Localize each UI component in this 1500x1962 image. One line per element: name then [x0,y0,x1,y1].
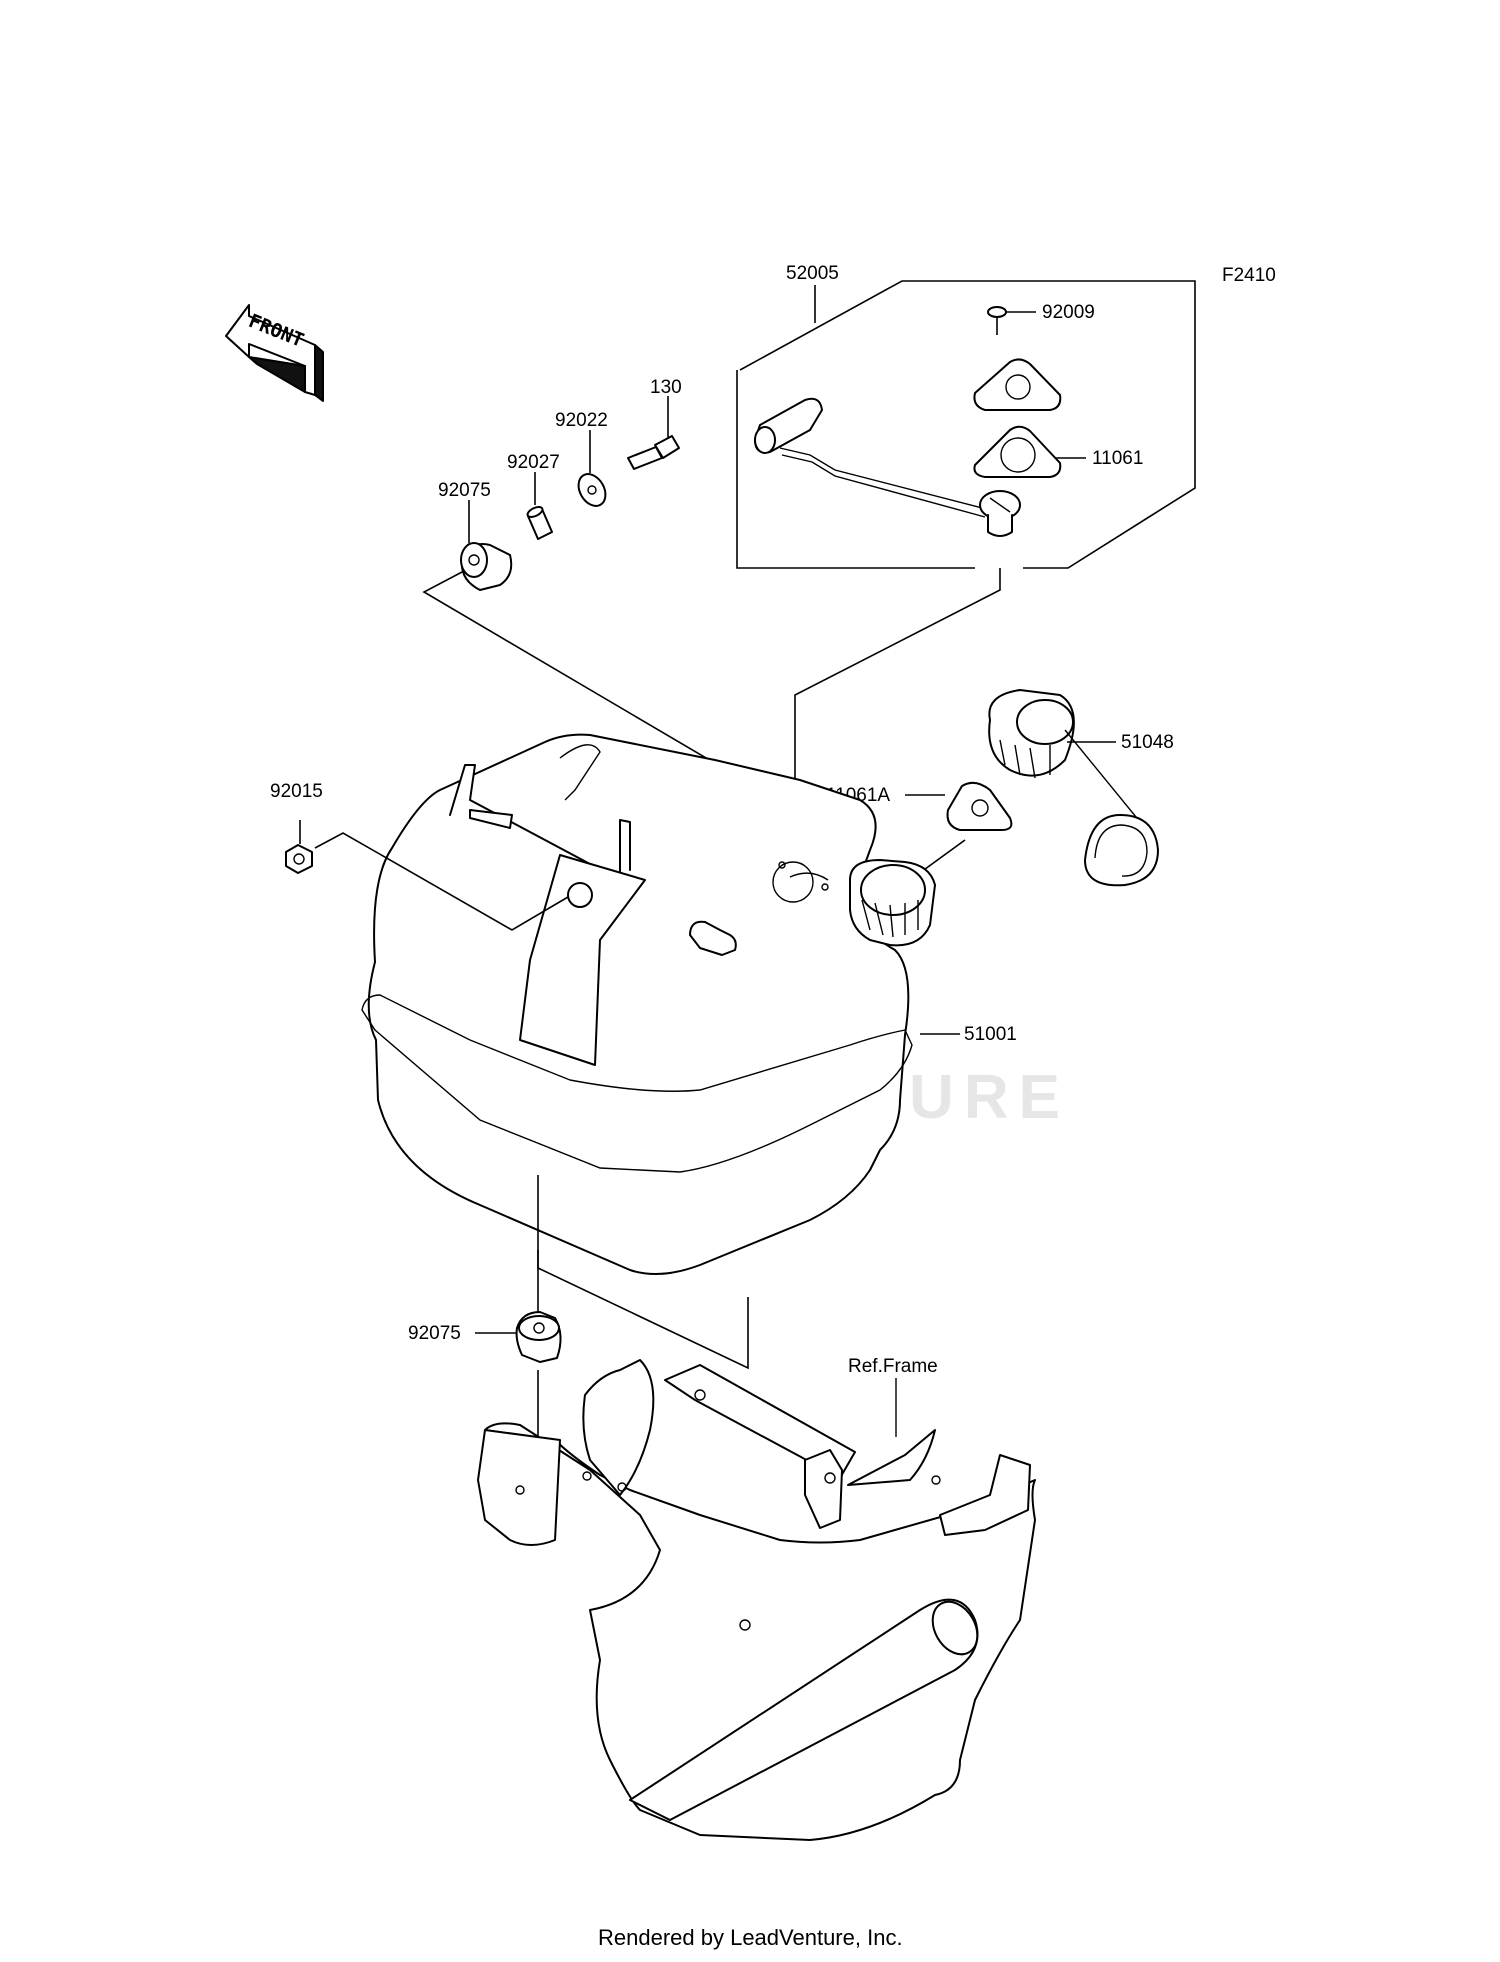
gasket-11061A [905,781,1013,831]
part-92015-label: 92015 [270,781,323,802]
part-52005-label: 52005 [786,263,839,284]
footer-credit: Rendered by LeadVenture, Inc. [598,1925,903,1950]
collar-92027 [526,472,553,540]
part-51001-label: 51001 [964,1024,1017,1045]
gauge-plate [973,358,1062,411]
fuel-gauge-assembly-box [736,280,1196,569]
fuel-tank-51001 [361,733,960,1275]
washer-92022 [577,430,607,507]
nut-92015 [285,820,569,931]
part-51048-label: 51048 [1121,732,1174,753]
part-92009-label: 92009 [1042,302,1095,323]
damper-92075-top [460,500,513,591]
screw-92009 [987,306,1036,335]
part-130-label: 130 [650,377,682,398]
part-92075-top-label: 92075 [438,480,491,501]
damper-92075-bottom [475,1311,562,1525]
part-92075-bottom-label: 92075 [408,1323,461,1344]
bolt-130 [627,396,680,470]
ref-frame-label: Ref.Frame [848,1356,938,1377]
part-92027-label: 92027 [507,452,560,473]
part-92022-label: 92022 [555,410,608,431]
frame-reference [477,1359,1036,1841]
fuel-level-float [754,397,1021,537]
fuel-cap-51048 [988,689,1159,887]
part-11061-label: 11061 [1092,448,1143,469]
gasket-11061 [973,425,1086,478]
front-arrow-icon: FRONT [225,304,324,402]
diagram-id: F2410 [1222,265,1276,286]
